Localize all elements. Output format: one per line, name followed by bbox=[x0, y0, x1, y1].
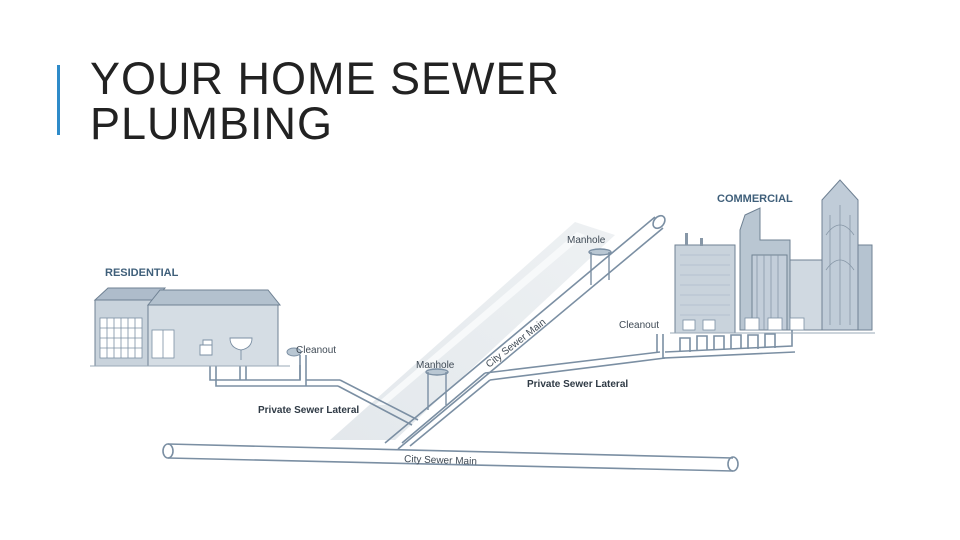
commercial-lateral-pipe bbox=[401, 330, 796, 447]
city-sewer-main-bottom bbox=[162, 443, 739, 472]
city-main-bottom-label: City Sewer Main bbox=[404, 454, 477, 468]
street-band-dashes bbox=[375, 232, 585, 405]
private-lateral-com-label: Private Sewer Lateral bbox=[527, 379, 628, 390]
manhole-mid-icon bbox=[425, 368, 449, 410]
cleanout-com-label: Cleanout bbox=[619, 320, 659, 331]
manhole-top-icon bbox=[588, 248, 612, 285]
cleanout-res-label: Cleanout bbox=[296, 345, 336, 356]
city-sewer-main-diagonal bbox=[384, 214, 666, 450]
cleanout-cap-res-icon bbox=[286, 347, 302, 357]
residential-house bbox=[90, 287, 290, 367]
manhole-mid-label: Manhole bbox=[416, 360, 455, 371]
manhole-top-label: Manhole bbox=[567, 235, 606, 246]
slide-title: YOUR HOME SEWER PLUMBING bbox=[90, 56, 560, 146]
accent-bar bbox=[57, 65, 60, 135]
commercial-buildings bbox=[670, 179, 875, 334]
title-line-2: PLUMBING bbox=[90, 98, 334, 149]
street-band bbox=[330, 222, 615, 440]
commercial-heading: COMMERCIAL bbox=[717, 193, 793, 205]
residential-heading: RESIDENTIAL bbox=[105, 267, 179, 279]
private-lateral-res-label: Private Sewer Lateral bbox=[258, 405, 359, 416]
title-line-1: YOUR HOME SEWER bbox=[90, 53, 561, 104]
